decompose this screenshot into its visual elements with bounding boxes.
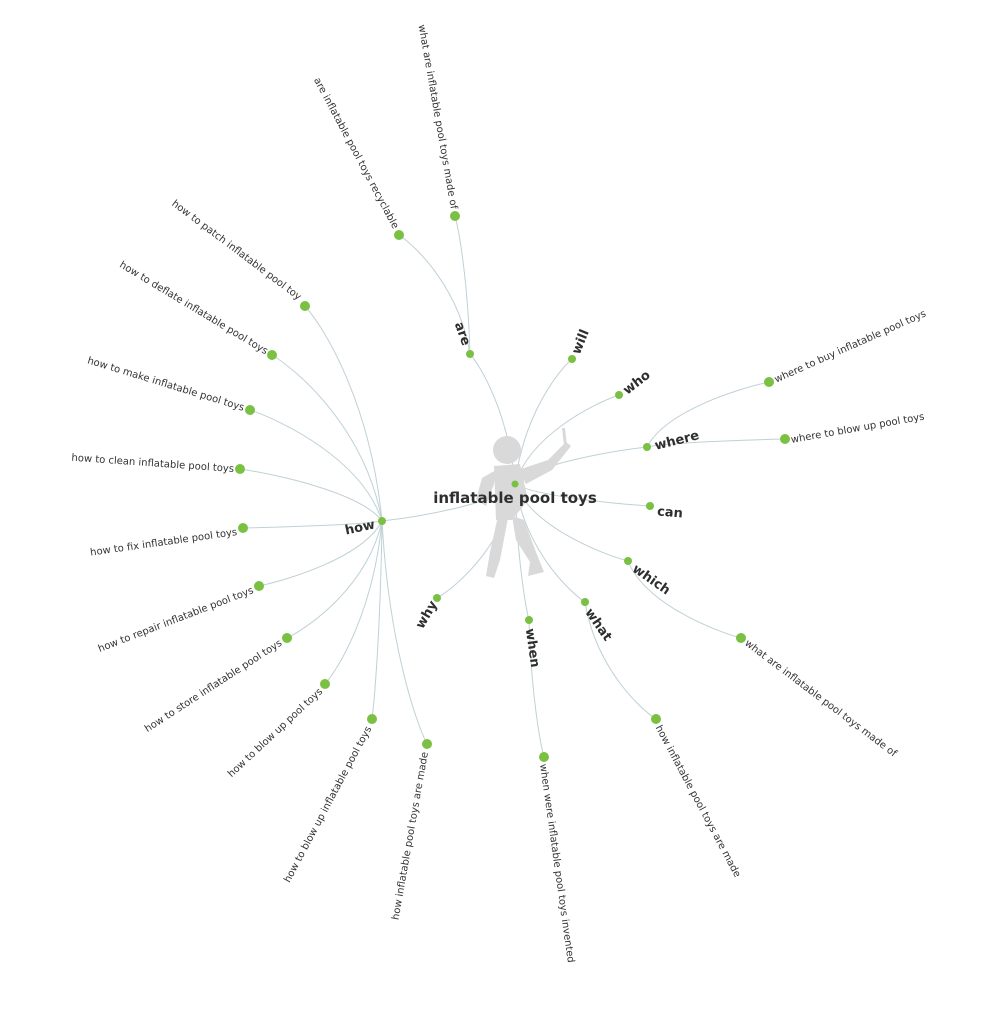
branch-node-can[interactable] (646, 502, 654, 510)
leaf-label-how-inflatable-pool-toys-are-made[interactable]: how inflatable pool toys are made (390, 751, 430, 921)
leaf-label-how-to-store-inflatable-pool-toys[interactable]: how to store inflatable pool toys (143, 638, 284, 735)
leaf-node-how-to-clean-inflatable-pool-toys[interactable] (235, 464, 245, 474)
link-where-leaf-1 (646, 438, 786, 448)
leaf-label-when-were-inflatable-pool-toys-invented[interactable]: when were inflatable pool toys invented (537, 763, 576, 963)
leaf-label-where-to-blow-up-pool-toys[interactable]: where to blow up pool toys (790, 412, 925, 446)
branch-node-how[interactable] (378, 517, 386, 525)
branch-label-can[interactable]: can (657, 504, 684, 521)
leaf-label-how-to-blow-up-pool-toys[interactable]: how to blow up pool toys (226, 686, 325, 779)
leaf-node-how-to-store-inflatable-pool-toys[interactable] (282, 633, 292, 643)
branch-node-are[interactable] (466, 350, 474, 358)
leaf-label-how-to-make-inflatable-pool-toys[interactable]: how to make inflatable pool toys (86, 355, 246, 413)
branch-node-which[interactable] (624, 557, 632, 565)
leaf-label-how-to-patch-inflatable-pool-toy[interactable]: how to patch inflatable pool toy (169, 198, 303, 303)
link-how-leaf-6 (286, 520, 383, 639)
leaf-label-what-are-inflatable-pool-toys-made-of[interactable]: what are inflatable pool toys made of (742, 638, 899, 760)
leaf-label-how-inflatable-pool-toys-are-made[interactable]: how inflatable pool toys are made (653, 724, 743, 880)
branch-label-will[interactable]: will (569, 327, 592, 356)
link-how-leaf-2 (249, 409, 383, 522)
link-how-leaf-5 (258, 520, 383, 587)
person-silhouette-icon (476, 428, 571, 578)
branch-label-where[interactable]: where (653, 428, 701, 454)
leaf-label-how-to-deflate-inflatable-pool-toys[interactable]: how to deflate inflatable pool toys (117, 260, 269, 357)
leaf-label-are-inflatable-pool-toys-recyclable[interactable]: are inflatable pool toys recyclable (311, 76, 400, 231)
branch-node-will[interactable] (568, 355, 576, 363)
link-how-leaf-9 (381, 520, 428, 745)
center-figure (476, 428, 571, 578)
branch-node-why[interactable] (433, 594, 441, 602)
center-label: inflatable pool toys (433, 489, 597, 507)
leaf-label-how-to-repair-inflatable-pool-toys[interactable]: how to repair inflatable pool toys (97, 585, 255, 655)
leaf-node-how-to-blow-up-inflatable-pool-toys[interactable] (367, 714, 377, 724)
branch-label-when[interactable]: when (522, 627, 542, 668)
branch-label-who[interactable]: who (620, 368, 653, 398)
leaf-label-how-to-blow-up-inflatable-pool-toys[interactable]: how to blow up inflatable pool toys (282, 725, 374, 885)
link-how-leaf-4 (242, 520, 383, 529)
branch-label-which[interactable]: which (629, 562, 673, 599)
leaf-node-what-are-inflatable-pool-toys-made-of[interactable] (450, 211, 460, 221)
leaf-node-how-to-repair-inflatable-pool-toys[interactable] (254, 581, 264, 591)
branch-label-how[interactable]: how (344, 518, 377, 539)
leaf-node-where-to-buy-inflatable-pool-toys[interactable] (764, 377, 774, 387)
branch-node-where[interactable] (643, 443, 651, 451)
link-center-will (514, 358, 573, 485)
link-how-leaf-0 (304, 305, 383, 522)
leaf-node-how-to-fix-inflatable-pool-toys[interactable] (238, 523, 248, 533)
branch-node-when[interactable] (525, 616, 533, 624)
link-how-leaf-8 (371, 520, 383, 720)
branch-label-are[interactable]: are (451, 320, 473, 348)
leaf-label-what-are-inflatable-pool-toys-made-of[interactable]: what are inflatable pool toys made of (416, 24, 459, 211)
leaf-node-how-inflatable-pool-toys-are-made[interactable] (651, 714, 661, 724)
link-are-leaf-1 (454, 215, 471, 355)
link-when-leaf-0 (528, 619, 545, 758)
link-how-leaf-7 (324, 520, 383, 685)
leaf-label-where-to-buy-inflatable-pool-toys[interactable]: where to buy inflatable pool toys (773, 308, 928, 385)
leaf-node-what-are-inflatable-pool-toys-made-of[interactable] (736, 633, 746, 643)
branch-label-why[interactable]: why (413, 598, 441, 632)
link-center-are (469, 353, 516, 485)
link-are-leaf-0 (398, 234, 471, 355)
leaf-label-how-to-clean-inflatable-pool-toys[interactable]: how to clean inflatable pool toys (71, 453, 234, 475)
link-which-leaf-0 (627, 560, 742, 639)
leaf-node-where-to-blow-up-pool-toys[interactable] (780, 434, 790, 444)
branch-node-who[interactable] (615, 391, 623, 399)
leaf-label-how-to-fix-inflatable-pool-toys[interactable]: how to fix inflatable pool toys (90, 527, 238, 559)
leaf-node-how-to-blow-up-pool-toys[interactable] (320, 679, 330, 689)
branch-label-what[interactable]: what (581, 606, 614, 644)
link-what-leaf-0 (584, 601, 657, 720)
leaf-node-how-to-patch-inflatable-pool-toy[interactable] (300, 301, 310, 311)
branch-node-what[interactable] (581, 598, 589, 606)
center-node[interactable] (511, 480, 519, 488)
leaf-node-how-to-deflate-inflatable-pool-toys[interactable] (267, 350, 277, 360)
link-how-leaf-1 (271, 354, 383, 522)
link-where-leaf-0 (646, 381, 770, 448)
link-how-leaf-3 (239, 468, 383, 522)
leaf-node-when-were-inflatable-pool-toys-invented[interactable] (539, 752, 549, 762)
nodes-layer (235, 211, 790, 762)
leaf-node-how-to-make-inflatable-pool-toys[interactable] (245, 405, 255, 415)
leaf-node-how-inflatable-pool-toys-are-made[interactable] (422, 739, 432, 749)
link-center-who (514, 394, 620, 485)
leaf-node-are-inflatable-pool-toys-recyclable[interactable] (394, 230, 404, 240)
